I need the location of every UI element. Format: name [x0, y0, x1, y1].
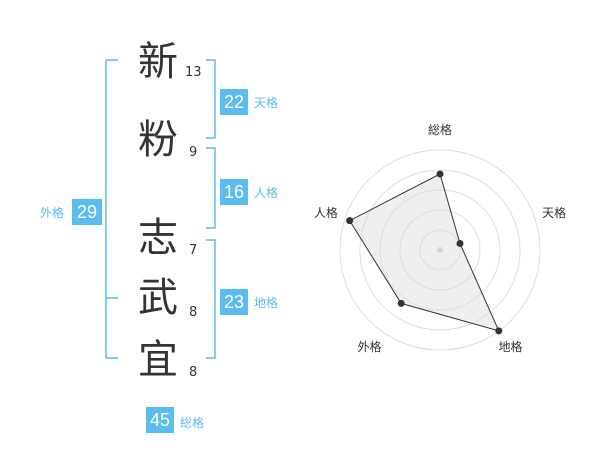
radar-axis-label-4: 外格	[357, 339, 381, 354]
chikaku-badge: 23	[220, 289, 248, 315]
stroke-count-5: 8	[189, 365, 198, 380]
gaikaku-bracket	[105, 59, 118, 359]
name-char-2: 粉	[138, 117, 178, 163]
chikaku-bracket	[206, 239, 216, 359]
jinkaku-badge: 16	[220, 179, 248, 205]
radar-ring-4	[359, 169, 521, 331]
name-char-5: 宜	[138, 337, 178, 383]
radar-ring-2	[399, 209, 481, 291]
stroke-count-1: 13	[185, 65, 202, 80]
radar-center-dot	[437, 247, 443, 253]
radar-axis-label-2: 天格	[542, 205, 566, 220]
radar-ring-1	[419, 229, 461, 271]
name-char-3: 志	[138, 215, 178, 261]
radar-point-2	[456, 240, 464, 248]
radar-point-4	[397, 299, 405, 307]
radar-axis-label-1: 総格	[428, 122, 452, 137]
stroke-count-4: 8	[189, 305, 198, 320]
radar-axis-label-5: 人格	[314, 205, 338, 220]
jinkaku-bracket	[206, 147, 216, 229]
soukaku-label: 総格	[180, 416, 205, 430]
chikaku-label: 地格	[254, 296, 279, 310]
stroke-count-3: 7	[189, 243, 198, 258]
name-char-4: 武	[138, 275, 178, 321]
radar-point-5	[346, 217, 354, 225]
jinkaku-label: 人格	[254, 186, 279, 200]
name-char-1: 新	[138, 39, 178, 85]
stroke-count-2: 9	[189, 145, 198, 160]
radar-ring-3	[379, 189, 501, 311]
radar-axis-label-3: 地格	[499, 339, 523, 354]
tenkaku-bracket	[206, 59, 216, 139]
radar-point-1	[436, 170, 444, 178]
radar-polygon	[348, 173, 500, 332]
tenkaku-badge: 22	[220, 89, 248, 115]
tenkaku-label: 天格	[254, 96, 279, 110]
gaikaku-badge: 29	[72, 199, 102, 225]
soukaku-badge: 45	[146, 407, 174, 433]
radar-ring-5	[339, 149, 541, 351]
gaikaku-label: 外格	[40, 206, 65, 220]
radar-point-3	[495, 327, 503, 335]
